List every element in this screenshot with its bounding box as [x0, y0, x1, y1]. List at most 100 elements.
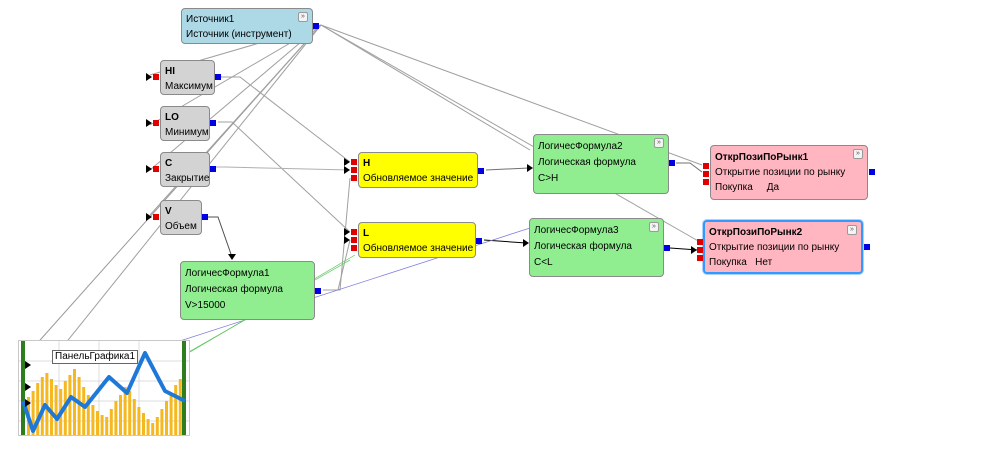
- input-port[interactable]: [153, 120, 159, 126]
- input-arrow-icon: [25, 361, 31, 369]
- node-formula3-expr: C<L: [534, 257, 553, 268]
- thumbnail-bar: [165, 401, 168, 435]
- input-port[interactable]: [351, 175, 357, 181]
- input-arrow-icon: [228, 254, 236, 260]
- output-port[interactable]: [864, 244, 870, 250]
- node-h[interactable]: H Обновляемое значение: [344, 152, 484, 188]
- input-arrow-icon: [344, 166, 350, 174]
- input-port[interactable]: [703, 163, 709, 169]
- input-port[interactable]: [351, 237, 357, 243]
- output-port[interactable]: [313, 23, 319, 29]
- output-port[interactable]: [669, 160, 675, 166]
- node-open-position-1[interactable]: ОткрПозиПоРынк1 Открытие позиции по рынк…: [703, 145, 875, 200]
- thumbnail-bar: [169, 393, 173, 435]
- input-port[interactable]: [703, 171, 709, 177]
- node-formula3[interactable]: ЛогичесФормула3 Логическая формула C<L »: [523, 218, 670, 277]
- input-port[interactable]: [153, 214, 159, 220]
- collapse-chevron-icon[interactable]: »: [649, 222, 659, 232]
- thumbnail-bar: [91, 405, 95, 435]
- node-formula2-type: Логическая формула: [538, 157, 636, 168]
- node-open-position-2[interactable]: ОткрПозиПоРынк2 Открытие позиции по рынк…: [691, 220, 870, 274]
- input-port[interactable]: [351, 229, 357, 235]
- output-port[interactable]: [202, 214, 208, 220]
- node-open1-params: Покупка Да: [715, 180, 863, 195]
- output-port[interactable]: [210, 166, 216, 172]
- node-lo[interactable]: LO Минимум: [146, 106, 216, 141]
- output-port[interactable]: [210, 120, 216, 126]
- thumbnail-bar: [36, 383, 40, 435]
- node-source[interactable]: Источник1 Источник (инструмент) »: [181, 8, 319, 44]
- input-port[interactable]: [697, 239, 703, 245]
- thumbnail-bar: [123, 387, 127, 435]
- thumbnail-bar: [54, 385, 58, 435]
- input-arrow-icon: [146, 73, 152, 81]
- thumbnail-bar: [151, 423, 155, 435]
- output-port[interactable]: [315, 288, 321, 294]
- input-arrow-icon: [146, 213, 152, 221]
- output-port[interactable]: [478, 168, 484, 174]
- input-port[interactable]: [697, 255, 703, 261]
- input-arrow-icon: [146, 165, 152, 173]
- thumbnail-bar: [73, 369, 76, 435]
- node-v-name: V: [165, 206, 172, 217]
- wire-source-to-formula2: [320, 24, 531, 151]
- thumbnail-bar: [68, 375, 72, 435]
- input-arrow-icon: [527, 164, 533, 172]
- wire-h-to-formula2: [485, 167, 530, 171]
- output-port[interactable]: [215, 74, 221, 80]
- input-arrow-icon: [25, 383, 31, 391]
- collapse-chevron-icon[interactable]: »: [853, 149, 863, 159]
- node-open2-name: ОткрПозиПоРынк2: [709, 227, 803, 238]
- node-open1-type: Открытие позиции по рынку: [715, 167, 846, 178]
- thumbnail-bar: [174, 385, 178, 435]
- node-formula2[interactable]: ЛогичесФормула2 Логическая формула C>H »: [527, 134, 675, 194]
- node-hi-name: HI: [165, 66, 175, 77]
- input-arrow-icon: [344, 228, 350, 236]
- node-v[interactable]: V Объем: [146, 200, 208, 235]
- input-port[interactable]: [153, 74, 159, 80]
- chart-panel-title: ПанельГрафика1: [52, 350, 139, 364]
- input-port[interactable]: [153, 166, 159, 172]
- input-arrow-icon: [344, 158, 350, 166]
- input-port[interactable]: [703, 179, 709, 185]
- input-arrow-icon: [691, 246, 697, 254]
- collapse-chevron-icon[interactable]: »: [847, 225, 857, 235]
- thumbnail-bar: [50, 379, 53, 435]
- output-port[interactable]: [476, 238, 482, 244]
- thumbnail-bar: [100, 415, 104, 435]
- node-formula2-name: ЛогичесФормула2: [538, 141, 623, 152]
- node-open2-type: Открытие позиции по рынку: [709, 242, 840, 253]
- node-source-type: Источник (инструмент): [186, 29, 292, 40]
- thumbnail-bar: [178, 379, 182, 435]
- collapse-chevron-icon[interactable]: »: [298, 12, 308, 22]
- input-port[interactable]: [351, 167, 357, 173]
- output-port[interactable]: [664, 245, 670, 251]
- input-port[interactable]: [351, 245, 357, 251]
- input-port[interactable]: [351, 159, 357, 165]
- node-formula1-name: ЛогичесФормула1: [185, 268, 270, 279]
- wire-v-to-formula1: [208, 216, 233, 258]
- output-port[interactable]: [869, 169, 875, 175]
- node-open2-params: Покупка Нет: [709, 255, 857, 270]
- thumbnail-bar: [105, 417, 109, 435]
- wire-formula1-to-l: [323, 239, 351, 291]
- node-formula3-type: Логическая формула: [534, 241, 632, 252]
- input-port[interactable]: [697, 247, 703, 253]
- node-formula1[interactable]: ЛогичесФормула1 Логическая формула V>150…: [180, 254, 321, 320]
- bar-line-chart-thumbnail-icon: [19, 341, 189, 435]
- node-lo-name: LO: [165, 112, 179, 123]
- thumbnail-bar: [142, 413, 145, 435]
- node-c[interactable]: C Закрытие: [146, 152, 216, 187]
- node-hi[interactable]: HI Максимум: [146, 60, 221, 95]
- input-arrow-icon: [523, 239, 529, 247]
- wire-lo-to-l: [218, 121, 351, 233]
- node-l[interactable]: L Обновляемое значение: [344, 222, 482, 258]
- thumbnail-bar: [40, 377, 44, 435]
- wire-hi-to-h: [220, 76, 351, 163]
- thumbnail-bar: [155, 417, 159, 435]
- node-hi-type: Максимум: [165, 81, 213, 92]
- thumbnail-bar: [128, 391, 132, 435]
- collapse-chevron-icon[interactable]: »: [654, 138, 664, 148]
- node-v-type: Объем: [165, 221, 197, 232]
- thumbnail-bar: [114, 401, 118, 435]
